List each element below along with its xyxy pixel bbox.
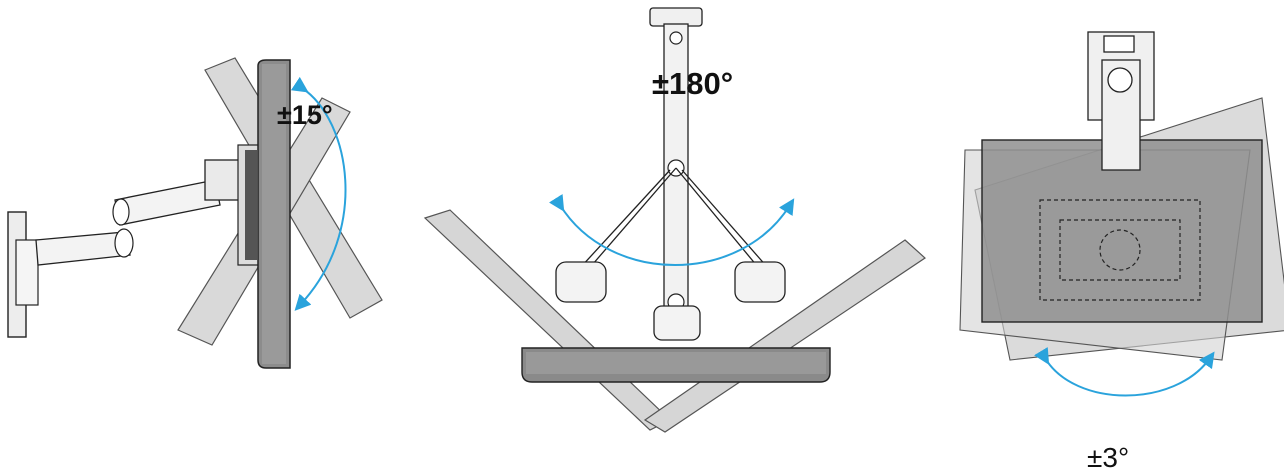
swivel-view — [423, 7, 926, 433]
swivel-panel — [521, 347, 831, 383]
tilt-arrow — [290, 76, 347, 311]
ceiling-cap — [649, 7, 703, 27]
swivel-joints — [555, 261, 786, 341]
tilt-panel — [257, 59, 291, 369]
swivel-struts — [579, 167, 769, 273]
tilt-bracket — [204, 144, 261, 266]
wall-plate — [7, 211, 39, 338]
tilt-view — [7, 57, 383, 369]
articulating-arm — [35, 179, 221, 266]
tilt-angle-label: ±15° — [277, 100, 333, 130]
swivel-arrow — [548, 193, 795, 266]
swivel-angle-label: ±180° — [652, 66, 734, 101]
swivel-ghost-panel-left — [423, 209, 672, 431]
vesa-plate — [1039, 199, 1201, 301]
rotation-view — [959, 31, 1284, 397]
rotation-angle-label: ±3° — [1087, 442, 1130, 473]
rotation-arrow — [1034, 347, 1215, 397]
rotation-arm — [1087, 31, 1155, 171]
